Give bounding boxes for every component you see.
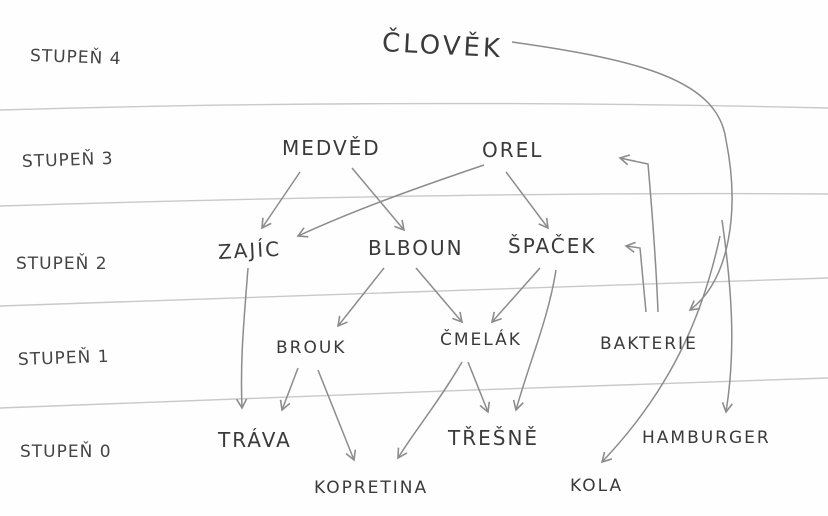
arrow-medved-blboun <box>351 167 406 232</box>
arrow-medved-zajic <box>261 171 301 230</box>
node-cmelak: ČMELÁK <box>440 330 522 350</box>
level-dividers <box>0 102 828 409</box>
divider-3-2 <box>0 192 828 207</box>
arrow-cmelak-kopretina <box>397 361 463 460</box>
arrow-clovek-bakterie <box>511 41 733 311</box>
arrow-hamburger-kola <box>600 235 721 464</box>
divider-2-1 <box>0 277 828 307</box>
node-bakterie: BAKTERIE <box>600 334 698 354</box>
level-label-0: STUPEŇ 0 <box>20 442 112 462</box>
arrow-brouk-kopretina <box>317 369 357 462</box>
arrow-zajic-trava <box>235 267 249 410</box>
arrow-blboun-brouk <box>336 267 385 328</box>
node-kopretina: KOPRETINA <box>314 478 429 498</box>
arrow-orel-spacek <box>505 171 549 230</box>
divider-4-3 <box>0 102 828 111</box>
arrow-clovek-hamburger <box>721 219 733 414</box>
node-trava: TRÁVA <box>218 428 292 452</box>
node-spacek: ŠPAČEK <box>508 234 597 258</box>
arrow-cmelak-tresne <box>467 361 491 414</box>
divider-1-0 <box>0 377 828 409</box>
node-kola: KOLA <box>570 476 624 496</box>
arrow-orel-zajic <box>296 164 485 238</box>
node-medved: MEDVĚD <box>282 136 381 160</box>
arrow-brouk-trava <box>279 367 299 412</box>
arrows <box>235 41 733 464</box>
arrow-bakterie-orel <box>618 154 659 313</box>
level-label-2: STUPEŇ 2 <box>16 254 108 274</box>
level-label-4: STUPEŇ 4 <box>29 46 122 70</box>
node-zajic: ZAJÍC <box>217 236 282 264</box>
node-orel: OREL <box>482 138 544 162</box>
arrow-bakterie-spacek <box>624 241 647 313</box>
node-tresne: TŘEŠNĚ <box>448 426 540 450</box>
arrow-spacek-tresne <box>512 269 557 412</box>
arrow-blboun-cmelak <box>415 267 464 324</box>
level-label-1: STUPEŇ 1 <box>17 346 110 370</box>
node-blboun: BLBOUN <box>368 236 464 260</box>
node-clovek: ČLOVĚK <box>381 28 504 65</box>
arrow-spacek-cmelak <box>490 267 541 324</box>
level-label-3: STUPEŇ 3 <box>21 148 114 172</box>
node-hamburger: HAMBURGER <box>642 428 771 448</box>
node-brouk: BROUK <box>276 338 347 358</box>
